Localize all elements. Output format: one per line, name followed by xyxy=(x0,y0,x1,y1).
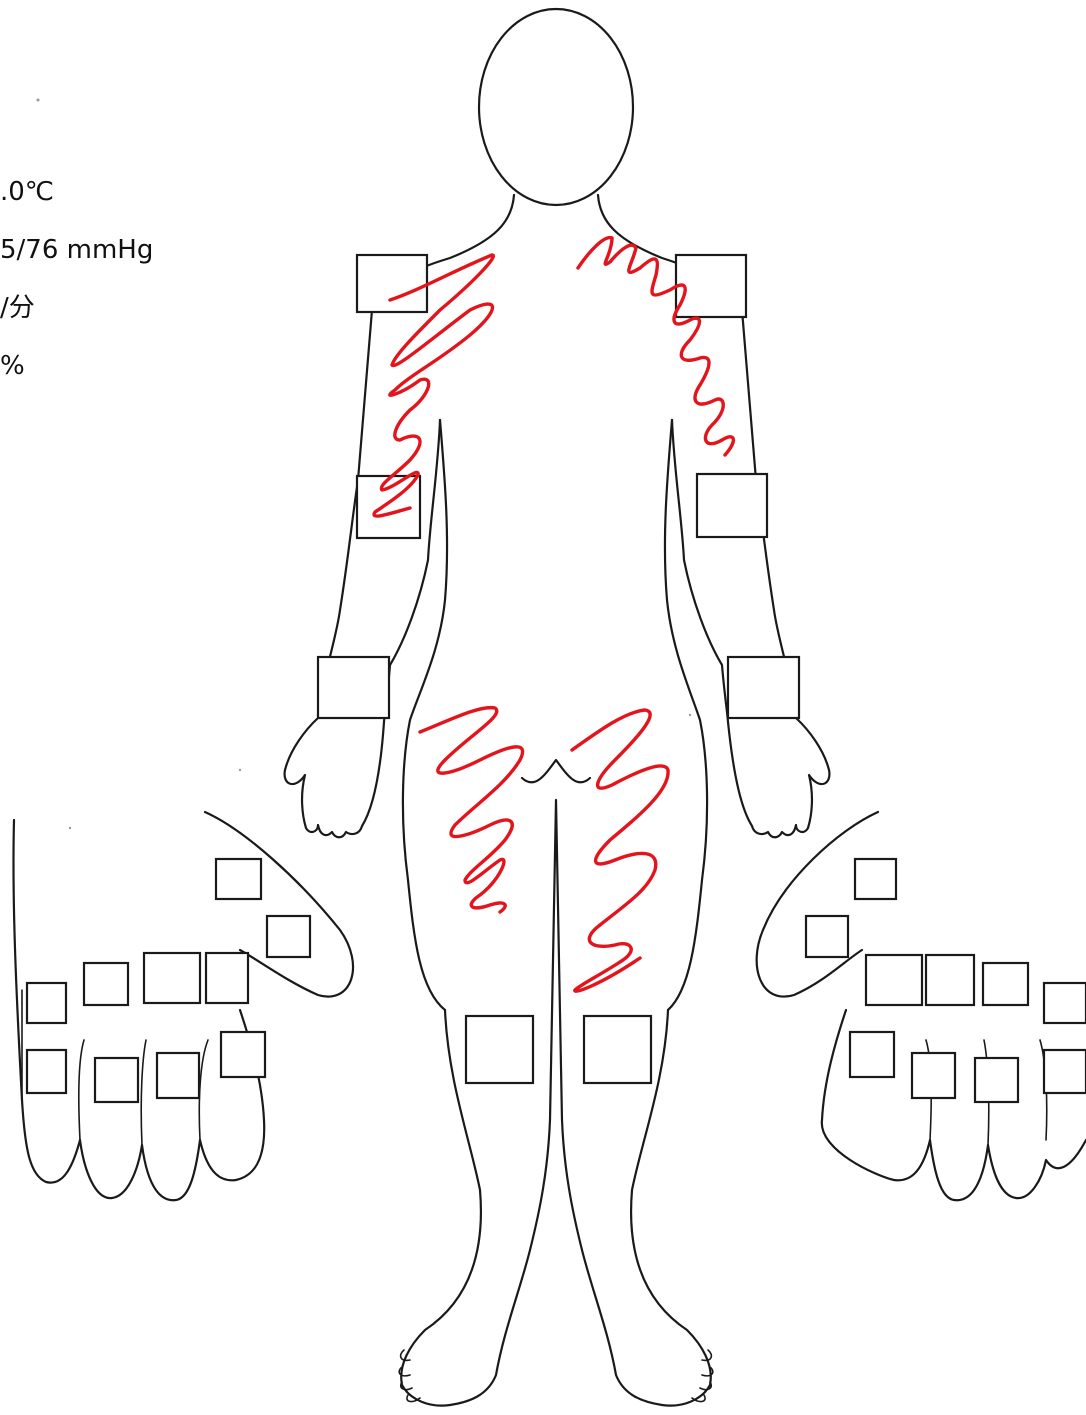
right-hand-box-3[interactable] xyxy=(866,955,922,1005)
right-hand-box-9[interactable] xyxy=(975,1058,1018,1102)
left-hand-detail xyxy=(13,812,353,1200)
left-hand-box-7[interactable] xyxy=(27,1050,66,1093)
left-hand-box-3[interactable] xyxy=(27,983,66,1023)
legs-outline xyxy=(401,800,711,1406)
joint-box-left-knee[interactable] xyxy=(466,1016,533,1083)
joint-box-left-shoulder[interactable] xyxy=(357,255,427,312)
left-hand-box-1[interactable] xyxy=(216,859,261,899)
right-hand-box-2[interactable] xyxy=(806,916,848,957)
joint-box-right-elbow[interactable] xyxy=(697,474,767,537)
left-hand-outline xyxy=(285,718,384,837)
marking-right-thigh xyxy=(572,710,668,991)
crotch-outline xyxy=(522,760,590,782)
right-hand-box-7[interactable] xyxy=(850,1032,894,1077)
right-hand-box-4[interactable] xyxy=(926,955,974,1005)
right-hand-outline xyxy=(728,718,829,837)
head xyxy=(479,9,633,205)
joint-box-right-shoulder[interactable] xyxy=(676,255,746,317)
left-hand-box-2[interactable] xyxy=(267,916,310,957)
scan-specks xyxy=(37,99,692,830)
right-hand-box-10[interactable] xyxy=(1044,1050,1086,1093)
torso-outline xyxy=(403,420,707,1010)
left-hand-box-10[interactable] xyxy=(221,1032,265,1077)
joint-box-left-wrist[interactable] xyxy=(318,657,389,718)
right-hand-detail xyxy=(757,812,1086,1200)
marking-left-thigh xyxy=(420,708,523,912)
right-hand-box-8[interactable] xyxy=(912,1053,955,1098)
left-hand-box-4[interactable] xyxy=(84,963,128,1005)
joint-box-right-wrist[interactable] xyxy=(728,657,799,718)
left-hand-box-8[interactable] xyxy=(95,1058,138,1102)
right-hand-box-6[interactable] xyxy=(1044,983,1086,1023)
left-hand-box-9[interactable] xyxy=(157,1053,199,1098)
left-hand-box-6[interactable] xyxy=(206,953,248,1003)
joint-box-right-knee[interactable] xyxy=(584,1016,651,1083)
right-hand-box-5[interactable] xyxy=(983,963,1028,1005)
right-hand-box-1[interactable] xyxy=(855,859,896,899)
left-hand-box-5[interactable] xyxy=(144,953,200,1003)
right-hand-detail-outline xyxy=(757,812,1086,1200)
